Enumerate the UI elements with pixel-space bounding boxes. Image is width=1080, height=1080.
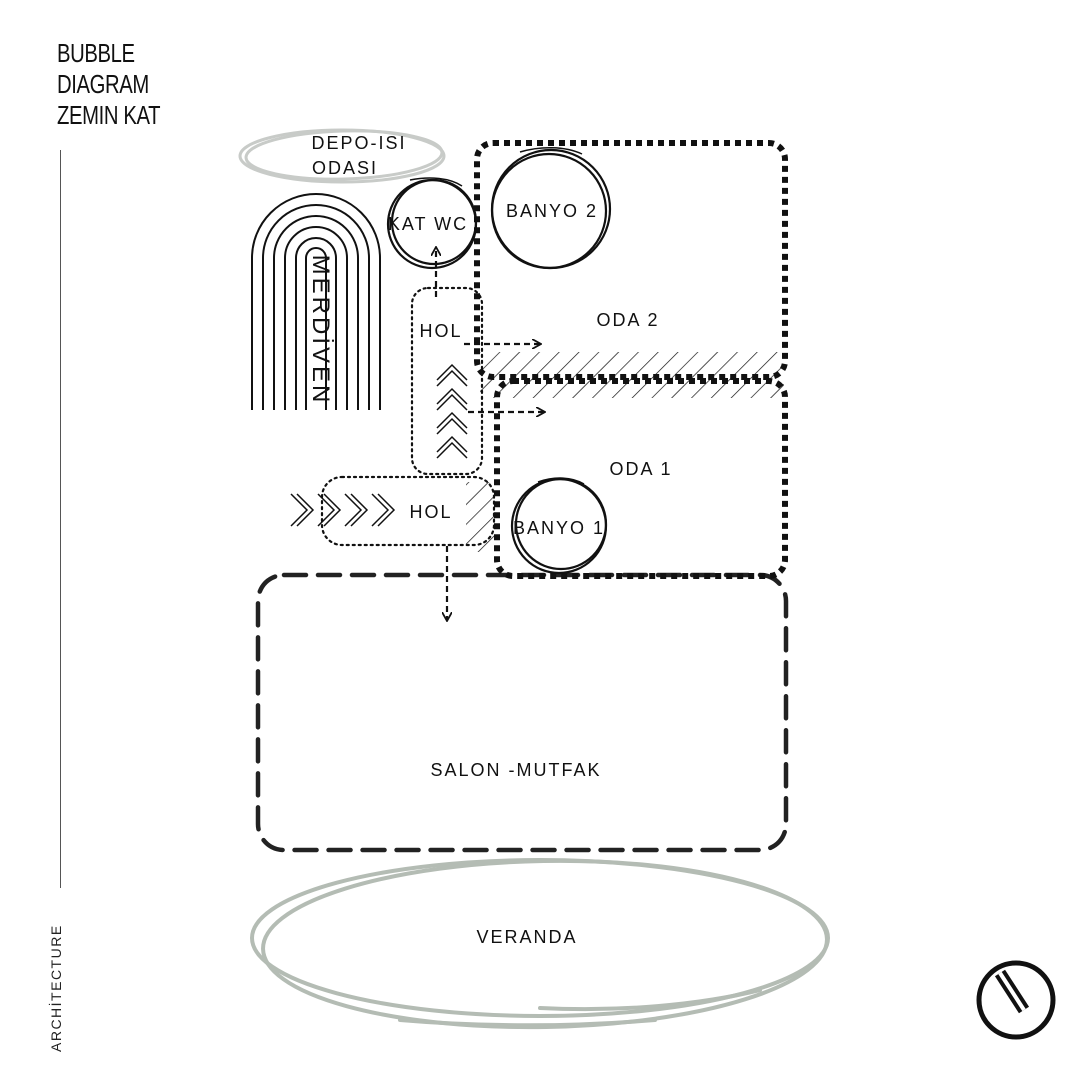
depo-bubble (238, 128, 446, 184)
banyo2-bubble (490, 146, 612, 270)
hol-upper-label: HOL (419, 321, 462, 341)
banyo1-bubble (510, 477, 608, 575)
depo-label-line1: DEPO-ISI (311, 133, 406, 153)
circle-slash-logo-icon (976, 960, 1056, 1040)
depo-label-line2: ODASI (312, 158, 378, 178)
oda1-label: ODA 1 (609, 459, 672, 479)
hol-lower-label: HOL (409, 502, 452, 522)
salon-mutfak-label: SALON -MUTFAK (430, 760, 601, 780)
hatched-wall-band (480, 352, 784, 398)
merdiven-label: MERDİVEN (307, 255, 334, 406)
banyo1-label: BANYO 1 (513, 518, 605, 538)
kat-wc-label: KAT WC (388, 214, 468, 234)
hol-upper-chevrons (436, 363, 468, 459)
veranda-label: VERANDA (476, 927, 577, 947)
title-line-1: BUBBLE (57, 38, 135, 68)
side-divider (60, 150, 61, 888)
hol-lower-zone (320, 475, 496, 547)
hatched-strip (466, 482, 494, 552)
diagram-title: BUBBLE DIAGRAM ZEMIN KAT (57, 38, 161, 131)
salon-mutfak-zone (255, 572, 789, 853)
title-line-3: ZEMIN KAT (57, 100, 161, 130)
title-line-2: DIAGRAM (57, 69, 149, 99)
hol-upper-zone (410, 286, 484, 476)
circulation-arrows (436, 248, 544, 620)
kat-wc-bubble (386, 177, 478, 270)
veranda-bubble (250, 858, 830, 1030)
hol-lower-chevrons (290, 493, 396, 527)
merdiven-arches (251, 193, 381, 410)
oda1-zone (494, 378, 788, 579)
oda2-label: ODA 2 (596, 310, 659, 330)
banyo2-label: BANYO 2 (506, 201, 598, 221)
